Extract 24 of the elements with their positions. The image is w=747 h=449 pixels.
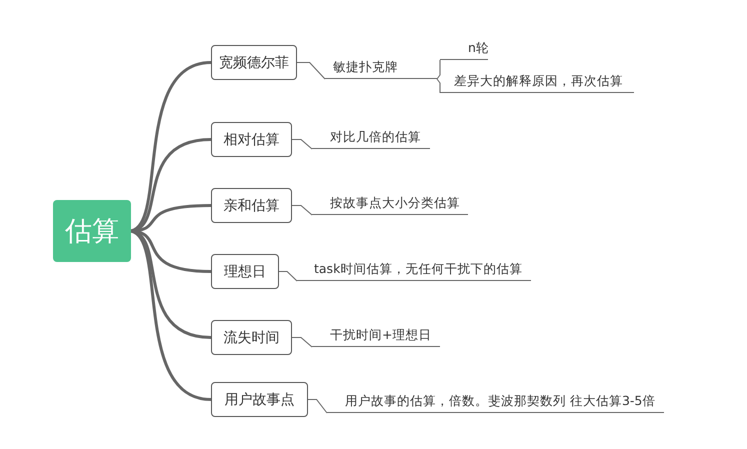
topic-box: 用户故事点 (211, 382, 308, 417)
subtopic-label: 敏捷扑克牌 (325, 58, 437, 79)
connector-line (278, 271, 298, 282)
connector-line (296, 62, 326, 80)
topic-box: 亲和估算 (211, 188, 292, 223)
subtopic-label: 干扰时间+理想日 (312, 327, 440, 347)
topic-box: 相对估算 (211, 122, 292, 157)
subtopic-label: n轮 (440, 40, 488, 60)
connector-line (308, 399, 328, 414)
connector-line (436, 78, 440, 94)
topic-box: 宽频德尔菲 (211, 45, 297, 80)
subtopic-label: 用户故事的估算，倍数。斐波那契数列 往大估算3-5倍 (327, 393, 664, 413)
connector-line (292, 205, 312, 216)
central-topic-box: 估算 (53, 200, 131, 262)
connector-line (436, 60, 440, 80)
connector-line (292, 139, 312, 150)
topic-box: 理想日 (211, 254, 279, 289)
subtopic-label: 按故事点大小分类估算 (312, 195, 468, 215)
subtopic-label: 差异大的解释原因，再次估算 (440, 72, 634, 93)
subtopic-label: task时间估算，无任何干扰下的估算 (297, 261, 531, 281)
topic-box: 流失时间 (211, 320, 292, 355)
connector-line (292, 337, 312, 348)
subtopic-label: 对比几倍的估算 (312, 129, 430, 149)
connector-line (128, 230, 212, 339)
